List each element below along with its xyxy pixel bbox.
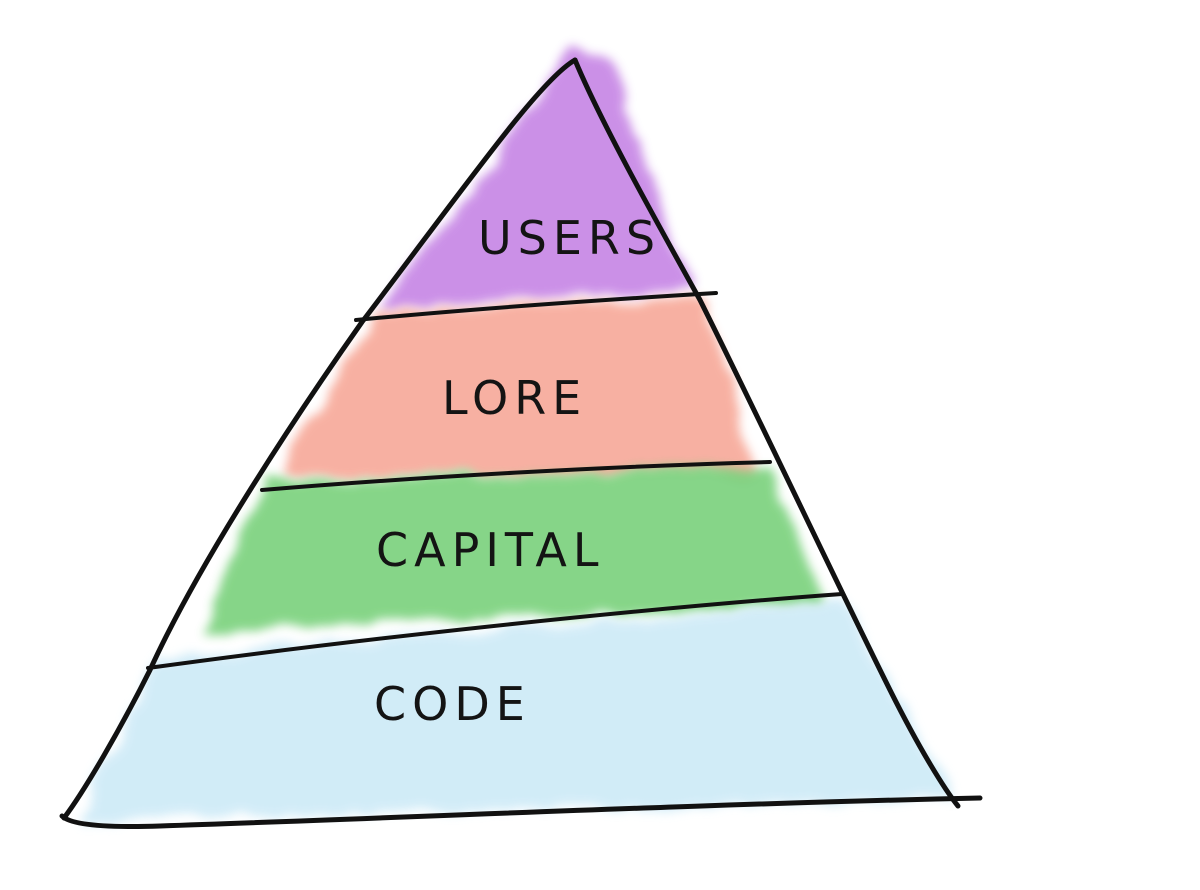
layer-label-capital: CAPITAL — [376, 523, 605, 577]
layer-wash-capital — [205, 470, 825, 630]
divider-lore-capital — [260, 460, 772, 492]
pyramid-left-edge — [61, 57, 578, 821]
pyramid-right-edge — [572, 57, 961, 809]
pyramid-outline — [59, 57, 983, 830]
layer-wash-code — [80, 600, 955, 820]
layer-wash-users — [380, 48, 690, 308]
layer-label-users: USERS — [478, 211, 661, 265]
layer-wash-lore — [275, 298, 755, 478]
layer-label-code: CODE — [374, 677, 531, 731]
pyramid-base — [59, 795, 983, 830]
layer-washes — [80, 48, 955, 820]
divider-capital-code — [146, 592, 844, 670]
layer-labels: USERS LORE CAPITAL CODE — [374, 211, 661, 731]
divider-users-lore — [354, 291, 718, 322]
layer-label-lore: LORE — [442, 371, 587, 425]
